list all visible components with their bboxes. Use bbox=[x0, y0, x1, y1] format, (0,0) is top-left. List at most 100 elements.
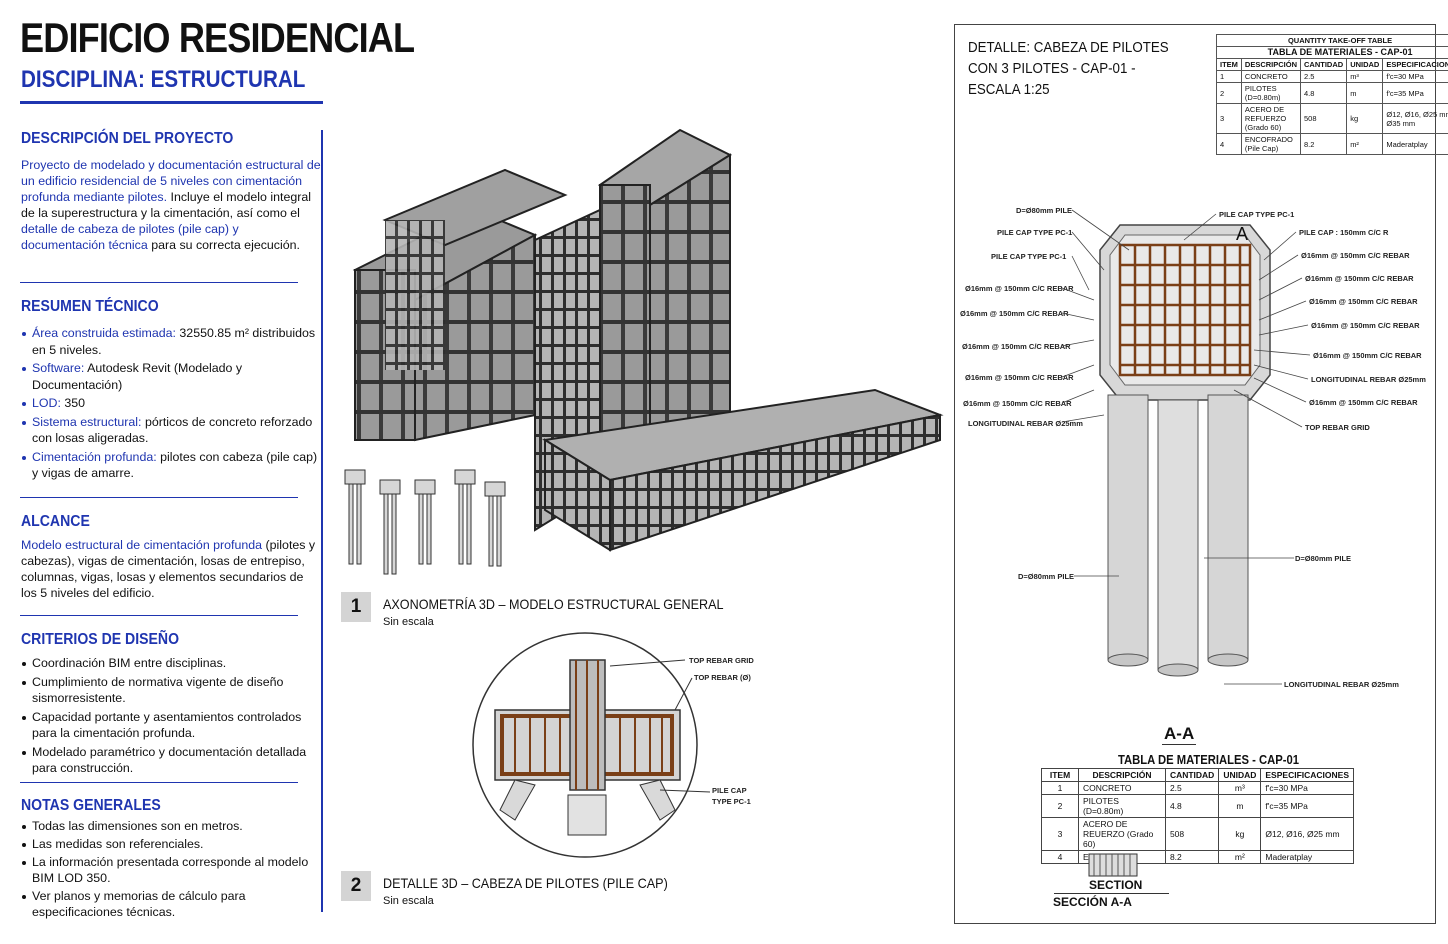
pile-cap-detail-3d bbox=[472, 632, 711, 858]
label-left: Ø16mm @ 150mm C/C REBAR bbox=[962, 342, 1071, 351]
view-1-title: AXONOMETRÍA 3D – MODELO ESTRUCTURAL GENE… bbox=[383, 596, 724, 612]
label-left: Ø16mm @ 150mm C/C REBAR bbox=[960, 309, 1069, 318]
table-header: ESPECIFICACIONES bbox=[1260, 768, 1354, 782]
section-label-aa: A-A bbox=[1162, 724, 1197, 745]
title-divider bbox=[20, 101, 323, 104]
divider bbox=[20, 782, 298, 783]
label-left: Ø16mm @ 150mm C/C REBAR bbox=[965, 373, 1074, 382]
materials-table-title: TABLA DE MATERIALES - CAP-01 bbox=[1118, 753, 1300, 767]
pile-cap-section-drawing bbox=[1099, 224, 1271, 677]
section-legend-name: SECCIÓN A-A bbox=[1053, 895, 1132, 909]
label-pile-left: D=Ø80mm PILE bbox=[1018, 572, 1075, 581]
list-item: Sistema estructural: pórticos de concret… bbox=[21, 414, 321, 447]
alcance-body: (pilotes y cabezas), vigas de cimentació… bbox=[21, 538, 316, 600]
list-item: Ver planos y memorias de cálculo para es… bbox=[21, 888, 321, 920]
resumen-list: Área construida estimada: 32550.85 m² di… bbox=[21, 325, 321, 484]
view-2-scale: Sin escala bbox=[383, 895, 434, 907]
table-header: UNIDAD bbox=[1218, 768, 1262, 782]
quantity-takeoff-table: QUANTITY TAKE-OFF TABLE TABLA DE MATERIA… bbox=[1215, 34, 1448, 155]
alcance-blue: Modelo estructural de cimentación profun… bbox=[21, 538, 263, 552]
label-left: PILE CAP TYPE PC-1 bbox=[997, 228, 1073, 237]
descripcion-text: Proyecto de modelado y documentación est… bbox=[21, 157, 321, 253]
list-item: Cumplimiento de normativa vigente de dis… bbox=[21, 674, 321, 707]
label-right: LONGITUDINAL REBAR Ø25mm bbox=[1311, 375, 1426, 384]
descripcion-blue-2: detalle de cabeza de pilotes (pile cap) … bbox=[21, 222, 239, 252]
qto-subtitle: TABLA DE MATERIALES - CAP-01 bbox=[1215, 46, 1448, 59]
criterios-list: Coordinación BIM entre disciplinas. Cump… bbox=[21, 655, 321, 779]
label-left: Ø16mm @ 150mm C/C REBAR bbox=[963, 399, 1072, 408]
divider bbox=[20, 497, 298, 498]
view-2-title: DETALLE 3D – CABEZA DE PILOTES (PILE CAP… bbox=[383, 875, 668, 891]
qto-header: DESCRIPCIÓN bbox=[1240, 58, 1302, 71]
detail-title: DETALLE: CABEZA DE PILOTES CON 3 PILOTES… bbox=[968, 40, 1169, 98]
divider bbox=[20, 282, 298, 283]
label-right: PILE CAP : 150mm C/C R bbox=[1299, 228, 1389, 237]
label-left: D=Ø80mm PILE bbox=[1016, 206, 1073, 215]
descripcion-blue: Proyecto de modelado y documentación est… bbox=[21, 158, 321, 204]
resumen-heading: RESUMEN TÉCNICO bbox=[21, 298, 159, 315]
list-item: LOD: 350 bbox=[21, 395, 321, 412]
label-right: PILE CAP TYPE PC-1 bbox=[1219, 210, 1295, 219]
view-number-2: 2 bbox=[341, 871, 371, 901]
label-right: Ø16mm @ 150mm C/C REBAR bbox=[1311, 321, 1420, 330]
list-item: Cimentación profunda: pilotes con cabeza… bbox=[21, 449, 321, 482]
label-pile-cap: PILE CAP bbox=[712, 786, 747, 795]
notas-heading: NOTAS GENERALES bbox=[21, 797, 161, 814]
list-item: Modelado paramétrico y documentación det… bbox=[21, 744, 321, 777]
list-item: Coordinación BIM entre disciplinas. bbox=[21, 655, 321, 672]
label-right: TOP REBAR GRID bbox=[1305, 423, 1370, 432]
label-right: Ø16mm @ 150mm C/C REBAR bbox=[1301, 251, 1410, 260]
section-legend-label: SECTION bbox=[1089, 878, 1143, 892]
list-item: La información presentada corresponde al… bbox=[21, 854, 321, 886]
label-top-rebar-grid: TOP REBAR GRID bbox=[689, 656, 754, 665]
axonometric-structural-model bbox=[344, 128, 944, 575]
view-number-1: 1 bbox=[341, 592, 371, 622]
label-right: Ø16mm @ 150mm C/C REBAR bbox=[1313, 351, 1422, 360]
label-left: LONGITUDINAL REBAR Ø25mm bbox=[968, 419, 1083, 428]
detail-frame bbox=[954, 24, 1436, 924]
label-right: Ø16mm @ 150mm C/C REBAR bbox=[1309, 398, 1418, 407]
view-1-scale: Sin escala bbox=[383, 616, 434, 628]
qto-header: CANTIDAD bbox=[1300, 58, 1348, 71]
notas-list: Todas las dimensiones son en metros. Las… bbox=[21, 818, 321, 922]
label-left: PILE CAP TYPE PC-1 bbox=[991, 252, 1067, 261]
descripcion-text-b: para su correcta ejecución. bbox=[151, 238, 300, 252]
leader-lines bbox=[1061, 209, 1311, 685]
list-item: Capacidad portante y asentamientos contr… bbox=[21, 709, 321, 742]
divider bbox=[20, 615, 298, 616]
table-header: DESCRIPCIÓN bbox=[1078, 768, 1166, 782]
label-left: Ø16mm @ 150mm C/C REBAR bbox=[965, 284, 1074, 293]
table-header: CANTIDAD bbox=[1164, 768, 1220, 782]
label-right: Ø16mm @ 150mm C/C REBAR bbox=[1309, 297, 1418, 306]
qto-header: ESPECIFICACIONES bbox=[1382, 58, 1448, 71]
criterios-heading: CRITERIOS DE DISEÑO bbox=[21, 631, 180, 648]
list-item: Software: Autodesk Revit (Modelado y Doc… bbox=[21, 360, 321, 393]
alcance-text: Modelo estructural de cimentación profun… bbox=[21, 537, 321, 601]
materials-table: ITEM DESCRIPCIÓN CANTIDAD UNIDAD ESPECIF… bbox=[1041, 768, 1354, 864]
divider bbox=[1054, 893, 1169, 894]
alcance-heading: ALCANCE bbox=[21, 513, 90, 530]
table-header: ITEM bbox=[1041, 768, 1079, 782]
qto-title: QUANTITY TAKE-OFF TABLE bbox=[1215, 34, 1448, 47]
discipline-subtitle: DISCIPLINA: ESTRUCTURAL bbox=[21, 66, 306, 93]
descripcion-text-a: Incluye el modelo integral de la superes… bbox=[21, 190, 312, 220]
qto-header: ITEM bbox=[1216, 58, 1242, 71]
section-hatch-icon bbox=[1088, 853, 1138, 877]
qto-header: UNIDAD bbox=[1346, 58, 1384, 71]
label-right: Ø16mm @ 150mm C/C REBAR bbox=[1305, 274, 1414, 283]
descripcion-heading: DESCRIPCIÓN DEL PROYECTO bbox=[21, 130, 234, 147]
list-item: Área construida estimada: 32550.85 m² di… bbox=[21, 325, 321, 358]
column-divider bbox=[321, 130, 323, 912]
label-longitudinal-rebar: LONGITUDINAL REBAR Ø25mm bbox=[1284, 680, 1399, 689]
label-top-rebar: TOP REBAR (Ø) bbox=[694, 673, 751, 682]
list-item: Las medidas son referenciales. bbox=[21, 836, 321, 852]
label-pile-right: D=Ø80mm PILE bbox=[1295, 554, 1352, 563]
list-item: Todas las dimensiones son en metros. bbox=[21, 818, 321, 834]
